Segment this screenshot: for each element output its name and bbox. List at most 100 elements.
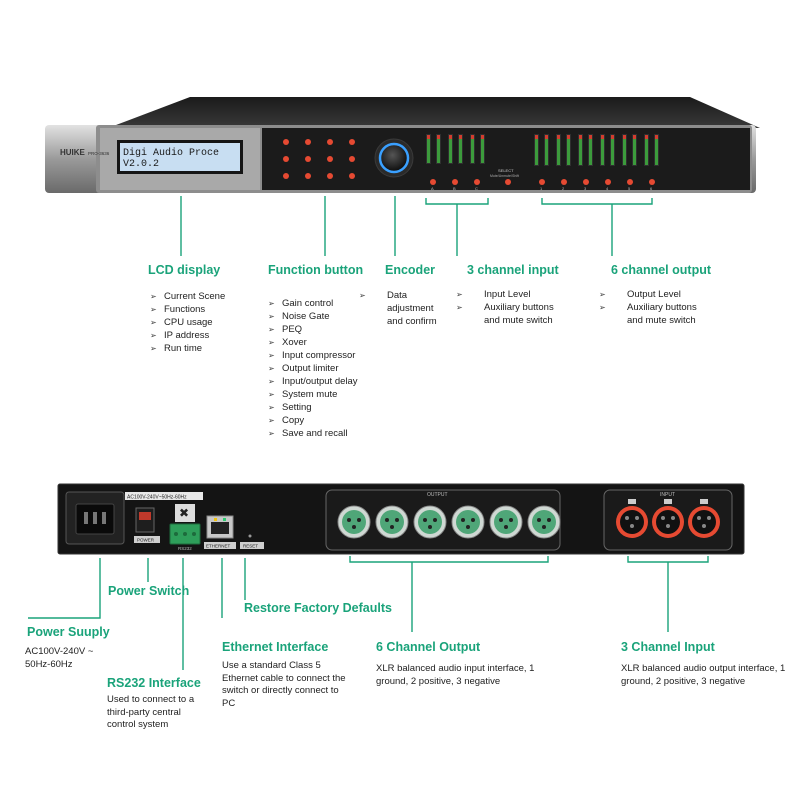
function-button[interactable]: [305, 139, 311, 145]
function-button[interactable]: [327, 139, 333, 145]
function-button[interactable]: [349, 156, 355, 162]
list-item: Setting: [268, 401, 358, 414]
input-button-b[interactable]: [452, 179, 458, 185]
list-item: Copy: [268, 414, 358, 427]
list-item: CPU usage: [150, 316, 225, 329]
chassis-top: [108, 97, 760, 128]
function-button[interactable]: [327, 156, 333, 162]
reset-label-box: [240, 542, 264, 549]
output-6ch-list: Output Level Auxiliary buttons and mute …: [613, 288, 713, 327]
input-3ch-rear-desc: XLR balanced audio output interface, 1 g…: [621, 663, 786, 687]
function-button[interactable]: [327, 173, 333, 179]
ethernet-desc: Use a standard Class 5 Ethernet cable to…: [222, 660, 346, 709]
list-item: Save and recall: [268, 427, 358, 440]
function-button[interactable]: [305, 156, 311, 162]
output-header: OUTPUT: [427, 492, 448, 498]
output-xlr-connectors[interactable]: [337, 505, 561, 539]
power-switch-rocker[interactable]: [139, 512, 151, 520]
power-supply-desc: AC100V-240V ~ 50Hz-60Hz: [25, 646, 94, 670]
function-button[interactable]: [349, 139, 355, 145]
function-button-heading: Function button: [268, 263, 364, 277]
list-item: Output limiter: [268, 362, 358, 375]
input-3ch-rear-heading: 3 Channel Input: [621, 640, 715, 654]
list-item: Current Scene: [150, 290, 225, 303]
list-item: Run time: [150, 342, 225, 355]
lcd-display-heading: LCD display: [148, 263, 221, 277]
list-item: Output Level: [613, 288, 713, 301]
function-button[interactable]: [349, 173, 355, 179]
power-label-box: [134, 536, 160, 543]
function-button[interactable]: [305, 173, 311, 179]
list-item: Auxiliary buttons and mute switch: [613, 301, 713, 327]
list-item: Input/output delay: [268, 375, 358, 388]
list-item: Functions: [150, 303, 225, 316]
output-button-3[interactable]: [583, 179, 589, 185]
list-item: System mute: [268, 388, 358, 401]
reset-button[interactable]: [248, 534, 252, 538]
list-item: Xover: [268, 336, 358, 349]
output-button-1[interactable]: [539, 179, 545, 185]
output-6ch-rear-heading: 6 Channel Output: [376, 640, 481, 654]
output-channel-label: 6: [650, 186, 653, 191]
input-channel-label: A: [431, 186, 434, 191]
input-meters: [426, 134, 485, 164]
power-switch-heading: Power Switch: [108, 584, 190, 598]
front-black-section: [262, 128, 750, 190]
list-item: PEQ: [268, 323, 358, 336]
power-supply-heading: Power Suuply: [27, 625, 110, 639]
input-xlr-connectors[interactable]: [616, 499, 720, 538]
output-channel-label: 3: [584, 186, 587, 191]
encoder-heading: Encoder: [385, 263, 436, 277]
rear-leader-lines: [28, 556, 709, 670]
ethernet-heading: Ethernet Interface: [222, 640, 329, 654]
model-label: PRO-3636: [88, 151, 110, 156]
output-button-6[interactable]: [649, 179, 655, 185]
list-item: Input compressor: [268, 349, 358, 362]
power-label: POWER: [137, 538, 155, 543]
encoder-list: Data adjustment and confirm: [373, 289, 449, 328]
lcd-display-list: Current Scene Functions CPU usage IP add…: [150, 290, 225, 355]
select-sub-label: Mute/Unmute/Shift: [490, 174, 519, 178]
output-button-4[interactable]: [605, 179, 611, 185]
output-channel-label: 1: [540, 186, 543, 191]
output-button-5[interactable]: [627, 179, 633, 185]
rs232-label: RS232: [178, 546, 192, 551]
select-button[interactable]: [505, 179, 511, 185]
output-button-2[interactable]: [561, 179, 567, 185]
list-item: IP address: [150, 329, 225, 342]
brand-logo: HUIKE: [60, 148, 86, 157]
ac-voltage-label: AC100V-240V~50Hz-60Hz: [127, 495, 187, 501]
warning-label: [175, 504, 195, 522]
output-channel-label: 2: [562, 186, 565, 191]
output-6ch-heading: 6 channel output: [611, 263, 711, 277]
output-meters: [534, 134, 659, 166]
list-item: Auxiliary buttons and mute switch: [470, 301, 570, 327]
lcd-line-2: V2.0.2: [123, 159, 159, 170]
encoder-knob[interactable]: [378, 142, 410, 174]
list-item: Noise Gate: [268, 310, 358, 323]
input-button-a[interactable]: [430, 179, 436, 185]
function-button[interactable]: [283, 156, 289, 162]
front-panel-diagram: HUIKE PRO-3636 Digi Audio Proce V2.0.2 A…: [45, 97, 760, 256]
input-button-c[interactable]: [474, 179, 480, 185]
function-button[interactable]: [283, 139, 289, 145]
function-button-list: Gain control Noise Gate PEQ Xover Input …: [268, 297, 358, 440]
crossed-out-bin-icon: ✖: [179, 506, 189, 520]
list-item: Gain control: [268, 297, 358, 310]
ethernet-label-box: [204, 542, 236, 549]
ac-label-box: [125, 492, 203, 500]
lcd-screen: [120, 143, 240, 171]
list-item: Input Level: [470, 288, 570, 301]
rs232-desc: Used to connect to a third-party central…: [107, 694, 195, 730]
list-item: Data adjustment and confirm: [373, 289, 449, 328]
input-3ch-list: Input Level Auxiliary buttons and mute s…: [470, 288, 570, 327]
function-button[interactable]: [283, 173, 289, 179]
output-channel-label: 4: [606, 186, 609, 191]
function-button-grid[interactable]: [283, 139, 355, 179]
input-channel-label: C: [475, 186, 478, 191]
input-3ch-heading: 3 channel input: [467, 263, 559, 277]
output-6ch-rear-desc: XLR balanced audio input interface, 1 gr…: [376, 663, 535, 687]
input-channel-label: B: [453, 186, 456, 191]
reset-label: RESET: [243, 544, 258, 549]
restore-defaults-heading: Restore Factory Defaults: [244, 601, 392, 615]
